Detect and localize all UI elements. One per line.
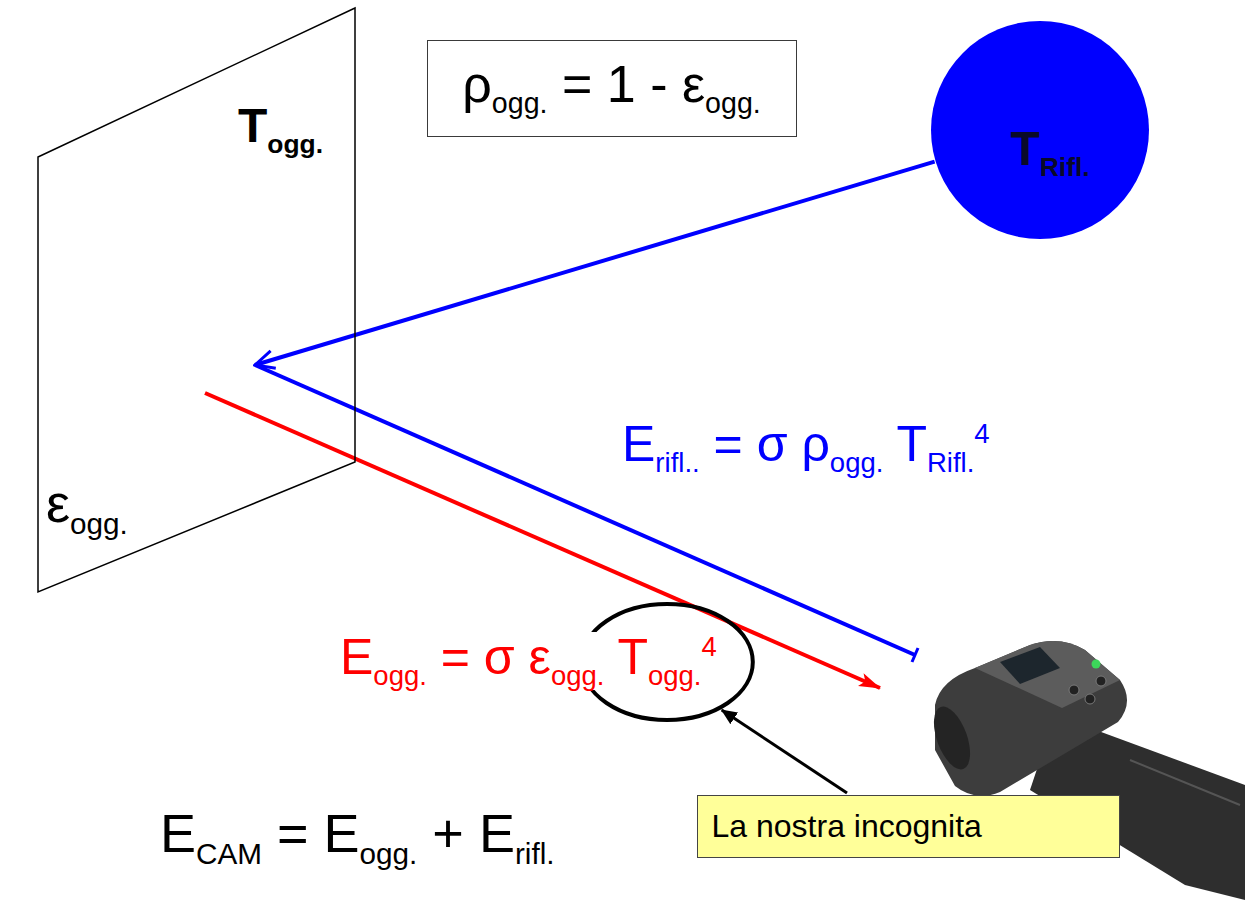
subscript: Rifl.: [927, 447, 974, 478]
camera-button: [1069, 685, 1079, 695]
subscript: ogg.: [551, 660, 605, 691]
temperature-symbol: TRifl.: [1010, 125, 1089, 180]
camera-lens: [927, 702, 978, 774]
camera-top: [975, 641, 1120, 708]
camera-edge: [1130, 760, 1240, 805]
camera-screen: [1000, 647, 1060, 684]
reflected-source-circle: TRifl.: [930, 20, 1150, 240]
text-holder: εogg.: [46, 476, 128, 539]
object-surface: Togg. εogg.: [38, 8, 355, 592]
reflected-energy-formula: Erifl.. = σ ρogg. TRifl.4: [620, 419, 992, 477]
subscript: ogg.: [70, 507, 128, 540]
plane-outline: [38, 8, 355, 592]
circle-outline: [930, 20, 1150, 240]
plane-outline: [38, 8, 355, 592]
text-holder: Togg.: [238, 102, 323, 157]
formula: ρogg. = 1 - εogg.: [462, 58, 760, 118]
formula-box: ρogg. = 1 - εogg.: [427, 40, 797, 137]
subscript: ogg.: [267, 129, 323, 159]
subscript: rifl.: [515, 837, 555, 870]
reflected-ray: [255, 365, 915, 655]
subscript: ogg.: [648, 660, 702, 691]
text-holder: TRifl.: [1010, 125, 1089, 180]
temperature-symbol: Togg.: [238, 102, 323, 157]
subscript: ogg.: [360, 837, 418, 870]
subscript: ogg.: [705, 87, 761, 119]
camera-button: [1085, 694, 1095, 704]
superscript: 4: [702, 631, 717, 662]
circle-shape: [931, 21, 1149, 239]
object-energy-formula: Eogg. = σ εogg. Togg.4: [338, 632, 719, 690]
text-holder: Erifl.. = σ ρogg. TRifl.4: [620, 419, 992, 477]
text-holder: Eogg. = σ εogg. Togg.4: [338, 632, 719, 690]
subscript: ogg.: [492, 87, 548, 119]
text-holder: ECAM = Eogg. + Erifl.: [158, 806, 557, 869]
callout-box: La nostra incognita: [697, 795, 1120, 858]
camera-energy-balance: ECAM = Eogg. + Erifl.: [158, 806, 557, 869]
camera-button: [1096, 676, 1106, 686]
thermal-camera: [927, 641, 1245, 900]
subscript: ogg.: [373, 660, 427, 691]
superscript: 4: [974, 418, 989, 449]
camera-led: [1092, 660, 1101, 669]
text-holder: La nostra incognita: [712, 810, 982, 842]
incident-ray-arrow: [255, 162, 935, 365]
subscript: Rifl.: [1040, 151, 1090, 181]
subscript: CAM: [196, 837, 262, 870]
text-holder: ρogg. = 1 - εogg.: [462, 58, 760, 118]
emissivity-symbol: εogg.: [46, 476, 128, 539]
callout-pointer: [722, 710, 847, 793]
callout-text: La nostra incognita: [712, 810, 982, 842]
camera-body: [935, 641, 1127, 796]
subscript: ogg.: [830, 447, 884, 478]
subscript: rifl..: [655, 447, 699, 478]
ray-end-tick: [912, 648, 918, 662]
